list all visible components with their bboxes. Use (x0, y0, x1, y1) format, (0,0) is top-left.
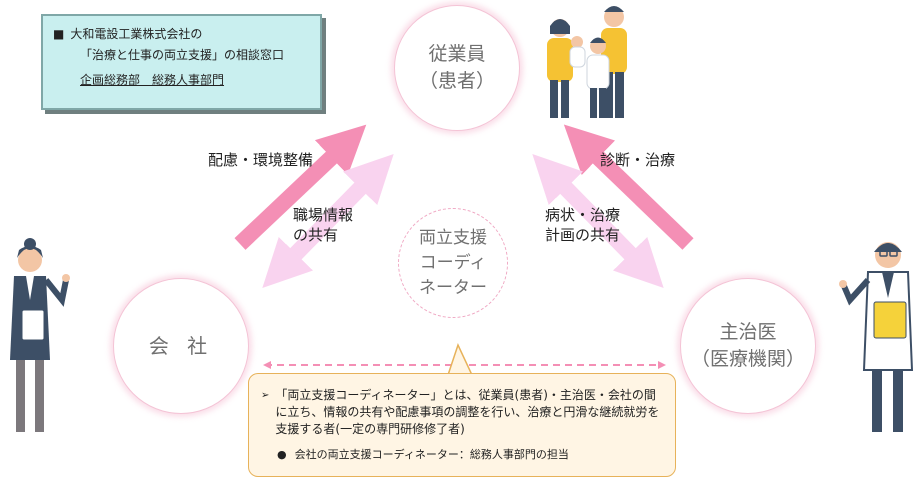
label-sick-share-line-1: 病状・治療 (545, 206, 621, 224)
info-company: 大和電設工業株式会社の (70, 27, 203, 41)
info-department: 企画総務部 総務人事部門 (80, 73, 225, 87)
label-sick-share-line-2: 計画の共有 (545, 226, 621, 244)
label-info-share-line-1: 職場情報 (293, 206, 354, 224)
info-window: 「治療と仕事の両立支援」の相談窓口 (80, 48, 285, 62)
arrow-sick-share (532, 154, 664, 288)
doctor-illustration (839, 242, 914, 432)
coordinator-line-1: 両立支援 (419, 227, 487, 248)
callout-note-bullet: ● (277, 448, 287, 461)
callout-tail (446, 342, 474, 376)
employee-sublabel: （患者） (418, 70, 495, 92)
company-node: 会 社 (113, 278, 249, 414)
employee-label: 従業員 (428, 43, 486, 65)
label-diagnosis: 診断・治療 (600, 151, 676, 169)
coordinator-node: 両立支援 コーディ ネーター (398, 208, 508, 318)
callout-note: 会社の両立支援コーディネーター：総務人事部門の担当 (294, 448, 569, 461)
consultation-info-box: ■ 大和電設工業株式会社の 「治療と仕事の両立支援」の相談窓口 企画総務部 総務… (41, 14, 322, 110)
arrow-info-share (262, 154, 394, 288)
company-label: 会 社 (148, 333, 214, 358)
callout-description: 「両立支援コーディネーター」とは、従業員(患者)・主治医・会社の間に立ち、情報の… (275, 388, 660, 436)
coordinator-callout: ➢ 「両立支援コーディネーター」とは、従業員(患者)・主治医・会社の間に立ち、情… (248, 373, 676, 477)
callout-arrow-icon: ➢ (261, 390, 270, 401)
doctor-node: 主治医 （医療機関） (680, 278, 816, 414)
label-info-share-line-2: の共有 (293, 226, 339, 244)
label-env: 配慮・環境整備 (208, 151, 314, 169)
employee-node: 従業員 （患者） (394, 5, 520, 131)
label-sick-share: 病状・治療 計画の共有 (545, 205, 620, 245)
info-bullet: ■ (53, 27, 65, 41)
doctor-sublabel: （医療機関） (690, 348, 805, 370)
label-info-share: 職場情報 の共有 (293, 205, 353, 245)
businesswoman-illustration (10, 238, 70, 432)
coordinator-line-2: コーディ (419, 252, 487, 273)
doctor-label: 主治医 (719, 321, 777, 343)
family-illustration (547, 6, 627, 118)
coordinator-line-3: ネーター (419, 277, 487, 298)
